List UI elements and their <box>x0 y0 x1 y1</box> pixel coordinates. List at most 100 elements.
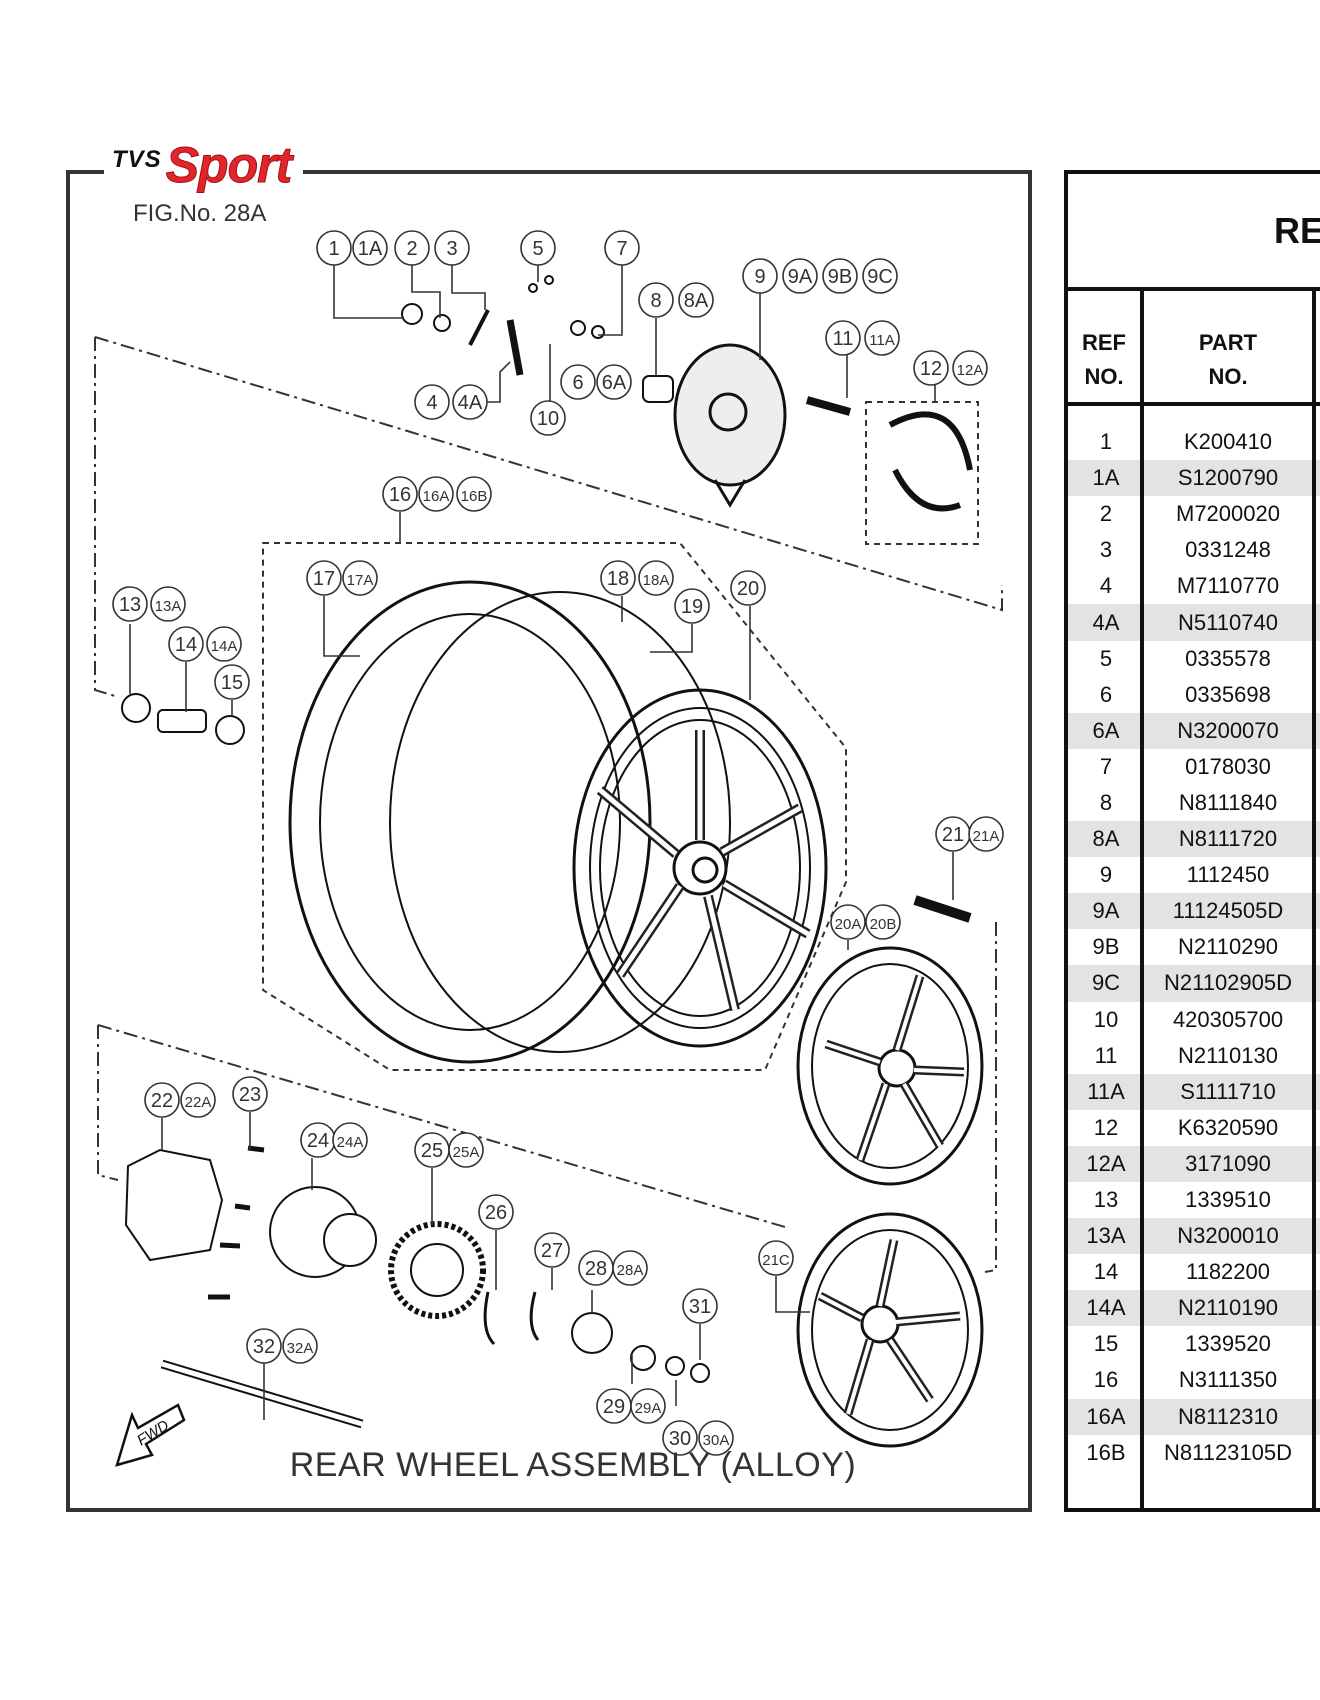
part-no-cell: N2110190 <box>1178 1295 1278 1321</box>
part-no-cell: N2110290 <box>1178 934 1278 960</box>
callout-18a: 18A <box>643 572 670 589</box>
ref-no-cell: 6A <box>1092 717 1120 743</box>
logo-brand: TVS <box>112 146 162 173</box>
brake-panel <box>673 343 787 508</box>
header-ref-no: REF NO. <box>1068 291 1144 402</box>
alloy-wheel-20a <box>796 946 984 1186</box>
header-ref-line1: REF <box>1082 330 1126 355</box>
ref-no-cell: 7 <box>1099 753 1113 779</box>
callout-30a: 30A <box>703 1432 730 1449</box>
callout-23: 23 <box>239 1084 261 1106</box>
part-no-cell: M7200020 <box>1176 501 1280 527</box>
callout-7: 7 <box>616 238 627 260</box>
ref-no-cell: 9C <box>1091 970 1121 996</box>
callout-27: 27 <box>541 1240 563 1262</box>
part-no-cell: K200410 <box>1183 429 1273 455</box>
part-no-cell: N8112310 <box>1178 1403 1278 1429</box>
callout-16: 16 <box>389 484 411 506</box>
ref-no-cell: 13A <box>1086 1223 1126 1249</box>
exploded-parts-diagram: FWD <box>94 230 1004 1467</box>
header-part-no: PART NO. <box>1144 291 1316 402</box>
upper-group-outline <box>94 336 1003 612</box>
ref-no-cell: 11 <box>1094 1042 1118 1068</box>
ref-no-cell: 12A <box>1086 1150 1126 1176</box>
header-ref-line2: NO. <box>1084 364 1124 389</box>
callout-28a: 28A <box>617 1262 644 1279</box>
callout-10: 10 <box>537 408 559 430</box>
lower-group-outline <box>97 1024 786 1228</box>
callout-2: 2 <box>406 238 417 260</box>
table-row: 9C N21102905D <box>1068 965 1320 1002</box>
ref-no-cell: 11A <box>1087 1078 1125 1104</box>
ref-no-cell: 4A <box>1092 609 1120 635</box>
callout-11a: 11A <box>869 332 895 349</box>
callout-4: 4 <box>426 392 437 414</box>
part-no-cell: 0178030 <box>1185 753 1271 779</box>
part-no-cell: 1112450 <box>1186 862 1270 888</box>
brake-shoe <box>888 411 973 512</box>
table-row: 6A N3200070 <box>1068 712 1320 749</box>
callout-4a: 4A <box>458 392 483 414</box>
callout-20a: 20A <box>835 916 862 933</box>
header-part-line2: NO. <box>1208 364 1248 389</box>
ref-no-cell: 2 <box>1099 501 1113 527</box>
callout-29a: 29A <box>635 1400 662 1417</box>
ref-no-cell: 15 <box>1093 1331 1119 1357</box>
wheel-assembly-outline <box>262 542 847 1071</box>
tvs-sport-logo: TVS Sport <box>104 134 304 196</box>
figure-caption: REAR WHEEL ASSEMBLY (ALLOY) <box>289 1446 857 1484</box>
callout-25: 25 <box>421 1140 443 1162</box>
callout-19: 19 <box>681 596 703 618</box>
ref-no-cell: 9A <box>1092 898 1120 924</box>
ref-no-cell: 3 <box>1099 537 1113 563</box>
callout-26: 26 <box>485 1202 507 1224</box>
callout-21c: 21C <box>762 1252 790 1269</box>
callout-17: 17 <box>313 568 335 590</box>
part-no-cell: 1182200 <box>1185 1259 1270 1285</box>
ref-no-cell: 6 <box>1099 681 1113 707</box>
callout-21a: 21A <box>973 828 1000 845</box>
callout-6a: 6A <box>602 372 627 394</box>
callout-20: 20 <box>737 578 759 600</box>
callout-28: 28 <box>585 1258 607 1280</box>
tyre-and-rim <box>288 580 828 1064</box>
part-no-cell: 0335698 <box>1185 681 1271 707</box>
part-no-cell: N3200070 <box>1177 717 1279 743</box>
ref-no-cell: 10 <box>1093 1006 1119 1032</box>
callout-32a: 32A <box>287 1340 314 1357</box>
callout-30: 30 <box>669 1428 691 1450</box>
figure-number: FIG.No. 28A <box>133 200 267 227</box>
callout-9c: 9C <box>867 266 893 288</box>
callout-bubbles <box>112 230 1004 1456</box>
table-row: 12A 3171090 <box>1068 1145 1320 1182</box>
part-no-cell: 11124505D <box>1172 898 1284 924</box>
ref-no-cell: 16B <box>1086 1439 1126 1465</box>
leader-lines <box>129 265 954 1420</box>
part-no-cell: 420305700 <box>1172 1006 1284 1032</box>
part-no-cell: N21102905D <box>1163 970 1293 996</box>
callout-15: 15 <box>221 672 243 694</box>
alloy-wheel-21c <box>796 1212 984 1448</box>
callout-16b: 16B <box>461 488 488 505</box>
callout-3: 3 <box>446 238 457 260</box>
part-no-cell: 3171090 <box>1185 1150 1271 1176</box>
part-no-cell: N8111840 <box>1178 789 1278 815</box>
callout-31: 31 <box>689 1296 711 1318</box>
callout-20b: 20B <box>870 916 897 933</box>
